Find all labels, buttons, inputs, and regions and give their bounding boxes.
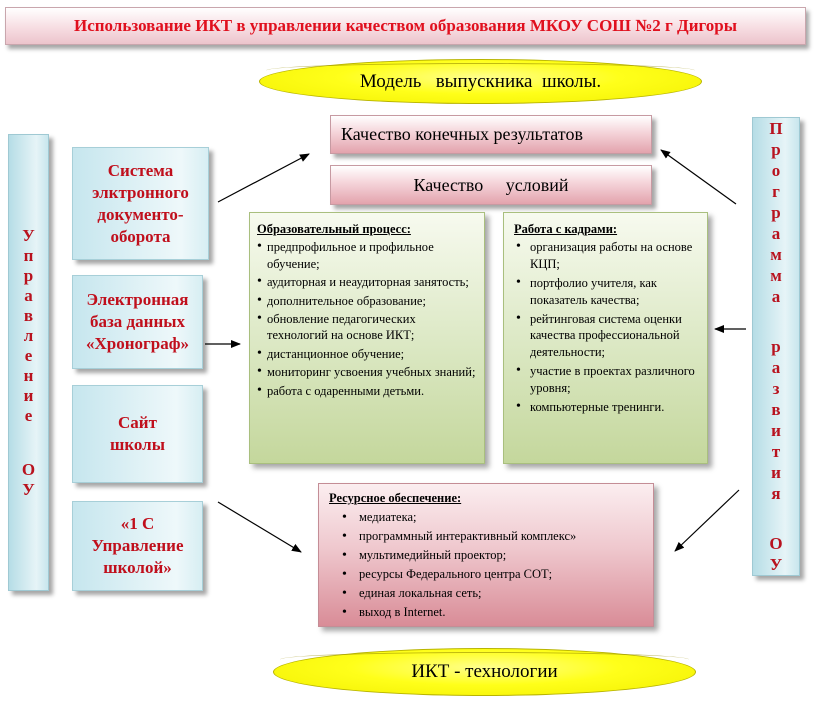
staff-work-heading: Работа с кадрами:	[514, 222, 618, 236]
vertical-letter: а	[24, 285, 33, 305]
quality-conditions-label: Качество условий	[413, 174, 569, 195]
ict-technologies-cylinder: ИКТ - технологии	[273, 648, 696, 696]
list-item: медиатека;	[329, 509, 647, 526]
list-item: работа с одаренными детьми.	[257, 383, 478, 400]
vertical-letter: а	[771, 224, 781, 243]
list-item: компьютерные тренинги.	[514, 399, 701, 416]
vertical-letter: и	[23, 385, 34, 405]
vertical-letter: н	[23, 365, 34, 385]
educational-process-heading: Образовательный процесс:	[257, 222, 411, 236]
vertical-letter: е	[24, 345, 33, 365]
page-title: Использование ИКТ в управлении качеством…	[5, 7, 806, 45]
label-line: школой»	[103, 558, 172, 577]
vertical-letter: П	[769, 119, 783, 138]
resource-provision-list: медиатека; программный интерактивный комп…	[329, 509, 647, 621]
list-item: участие в проектах различного уровня;	[514, 363, 701, 396]
quality-results-box: Качество конечных результатов	[330, 115, 652, 154]
vertical-letter: О	[769, 534, 783, 553]
vertical-letter: м	[770, 266, 782, 285]
list-item: организация работы на основе КЦП;	[514, 239, 701, 272]
label-line: оборота	[110, 226, 171, 246]
school-site-label: Сайт школы	[110, 412, 165, 456]
vertical-letter: т	[771, 442, 781, 461]
list-item: аудиторная и неаудиторная занятость;	[257, 274, 478, 291]
chronograph-database-label: Электронная база данных «Хронограф»	[86, 289, 189, 355]
vertical-letter: л	[23, 325, 34, 345]
list-item: единая локальная сеть;	[329, 585, 647, 602]
staff-work-list: организация работы на основе КЦП;портфол…	[514, 239, 701, 415]
label-line: элктронного	[92, 182, 189, 202]
educational-process-box: Образовательный процесс: предпрофильное …	[249, 212, 485, 464]
list-item: предпрофильное и профильное обучение;	[257, 239, 478, 272]
chronograph-database-box: Электронная база данных «Хронограф»	[72, 275, 203, 369]
quality-conditions-box: Качество условий	[330, 165, 652, 205]
label-line: Управление	[91, 536, 184, 555]
vertical-letter: е	[24, 405, 33, 425]
onec-management-box: «1 С Управление школой»	[72, 501, 203, 591]
list-item: мультимедийный проектор;	[329, 547, 647, 564]
vertical-letter: м	[770, 245, 782, 264]
list-item: ресурсы Федерального центра СОТ;	[329, 566, 647, 583]
vertical-letter: О	[21, 459, 36, 479]
vertical-letter: и	[771, 421, 781, 440]
list-item: рейтинговая система оценки качества проф…	[514, 311, 701, 360]
resource-provision-heading: Ресурсное обеспечение:	[329, 491, 462, 505]
resource-provision-box: Ресурсное обеспечение: медиатека; програм…	[318, 483, 654, 627]
vertical-letter: о	[771, 161, 781, 180]
school-site-box: Сайт школы	[72, 385, 203, 483]
vertical-letter: У	[22, 479, 35, 499]
vertical-letter: п	[23, 245, 34, 265]
vertical-letter: р	[771, 203, 781, 222]
label-line: школы	[109, 435, 165, 454]
label-line: Электронная	[86, 290, 189, 309]
arrow-onec-to-resources	[217, 501, 302, 553]
vertical-letter: я	[771, 484, 781, 503]
label-line: документо-	[97, 204, 184, 224]
vertical-letter: У	[22, 225, 35, 245]
list-item: выход в Internet.	[329, 604, 647, 621]
vertical-letter: з	[772, 379, 780, 398]
arrow-program-to-results	[660, 149, 737, 205]
vertical-letter: а	[771, 358, 781, 377]
vertical-letter: р	[23, 265, 34, 285]
vertical-letter: У	[769, 555, 783, 574]
label-line: «1 С	[120, 514, 155, 533]
list-item: программный интерактивный комплекс»	[329, 528, 647, 545]
arrow-program-to-resources	[674, 489, 740, 552]
vertical-letter: г	[772, 182, 780, 201]
list-item: дистанционное обучение;	[257, 346, 478, 363]
staff-work-box: Работа с кадрами: организация работы на …	[503, 212, 708, 464]
vertical-letter: в	[771, 400, 781, 419]
educational-process-list: предпрофильное и профильное обучение; ауд…	[257, 239, 478, 399]
vertical-letter: р	[771, 337, 781, 356]
quality-results-label: Качество конечных результатов	[341, 124, 583, 144]
vertical-letter: р	[771, 140, 781, 159]
vertical-letter: а	[771, 287, 781, 306]
vertical-letter: и	[771, 463, 781, 482]
vertical-letter: в	[23, 305, 34, 325]
list-item: дополнительное образование;	[257, 293, 478, 310]
label-line: Сайт	[118, 413, 157, 432]
arrow-docflow-to-results	[217, 153, 310, 203]
label-line: «Хронограф»	[86, 334, 189, 353]
list-item: мониторинг усвоения учебных знаний;	[257, 364, 478, 381]
onec-management-label: «1 С Управление школой»	[91, 513, 183, 579]
list-item: портфолио учителя, как показатель качест…	[514, 275, 701, 308]
graduate-model-cylinder: Модель выпускника школы.	[259, 59, 702, 104]
label-line: Система	[107, 160, 174, 180]
list-item: обновление педагогических технологий на …	[257, 311, 478, 344]
label-line: база данных	[89, 312, 186, 331]
